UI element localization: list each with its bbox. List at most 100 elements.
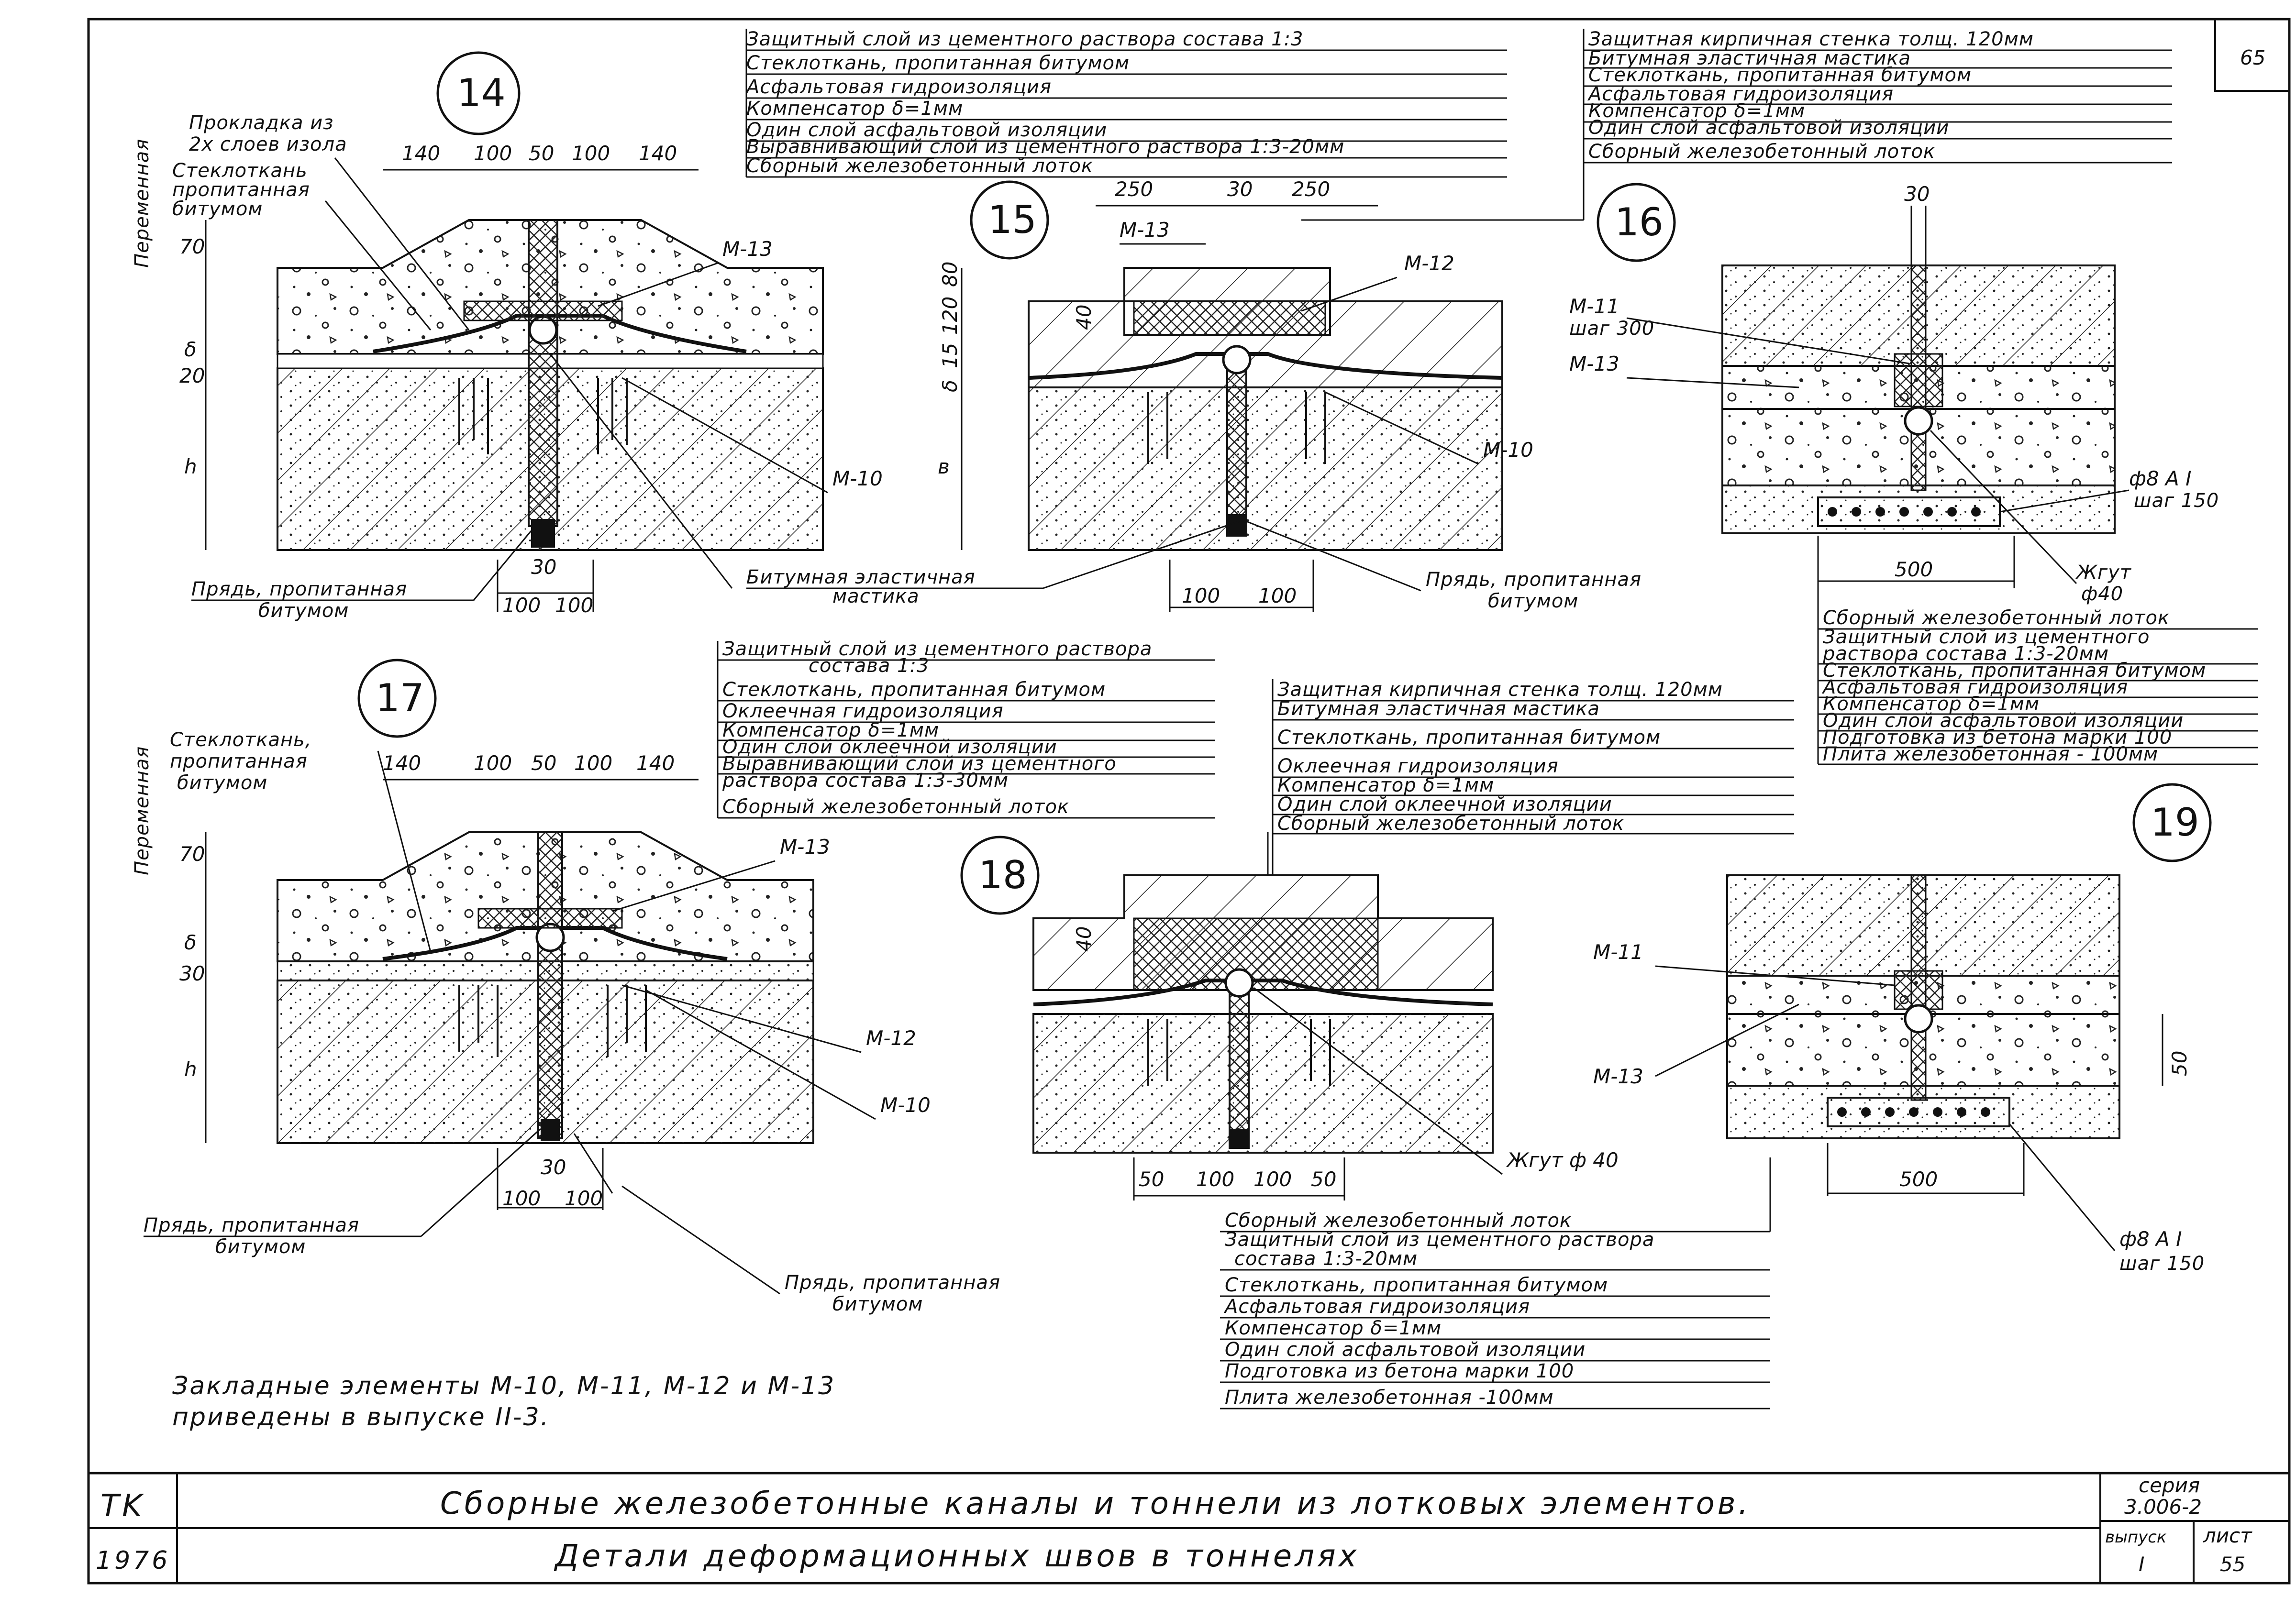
svg-text:20: 20 bbox=[179, 364, 205, 387]
detail-14-glass-label-1: Стеклоткань bbox=[172, 160, 308, 182]
detail-18-anchors bbox=[1147, 1019, 1331, 1086]
svg-text:Подготовка из бетона марки 100: Подготовка из бетона марки 100 bbox=[1225, 1360, 1574, 1382]
svg-text:Стеклоткань, пропитанная битум: Стеклоткань, пропитанная битумом bbox=[722, 679, 1106, 701]
svg-text:50: 50 bbox=[529, 142, 554, 165]
svg-text:100: 100 bbox=[1196, 1167, 1234, 1191]
detail-14-glass-label-2: пропитанная bbox=[172, 179, 310, 201]
detail-19-tow bbox=[1904, 1004, 1933, 1034]
svg-text:состава 1:3-20мм: состава 1:3-20мм bbox=[1234, 1248, 1418, 1270]
svg-text:Один слой оклеечной изоляции: Один слой оклеечной изоляции bbox=[1277, 793, 1612, 815]
issue-label: выпуск bbox=[2105, 1528, 2167, 1547]
svg-text:в: в bbox=[938, 455, 950, 478]
detail-16-rebar-1: ф8 А I bbox=[2129, 467, 2191, 490]
detail-18-circle bbox=[960, 836, 1040, 915]
detail-15-mastic-label-1: Битумная эластичная bbox=[746, 566, 976, 588]
svg-text:30: 30 bbox=[179, 962, 205, 985]
svg-text:50: 50 bbox=[1139, 1167, 1164, 1191]
svg-text:Компенсатор δ=1мм: Компенсатор δ=1мм bbox=[1277, 774, 1494, 796]
detail-14-gasket-label-1: Прокладка из bbox=[189, 112, 334, 134]
svg-text:Оклеечная гидроизоляция: Оклеечная гидроизоляция bbox=[1277, 755, 1559, 777]
svg-text:Компенсатор δ=1мм: Компенсатор δ=1мм bbox=[746, 98, 963, 120]
detail-16-dim-500: 500 bbox=[1895, 558, 1933, 581]
svg-text:100: 100 bbox=[1258, 584, 1297, 607]
detail-15-m12: М-12 bbox=[1404, 252, 1454, 275]
svg-text:Защитный слой из цементного ра: Защитный слой из цементного раствора bbox=[1225, 1229, 1654, 1251]
detail-14-anchors bbox=[458, 378, 628, 454]
svg-text:30: 30 bbox=[531, 555, 556, 579]
detail-15-mastic bbox=[1133, 300, 1326, 336]
svg-text:30: 30 bbox=[541, 1156, 566, 1179]
svg-text:Компенсатор δ=1мм: Компенсатор δ=1мм bbox=[1225, 1317, 1442, 1339]
detail-19-rebar-2: шаг 150 bbox=[2119, 1253, 2205, 1275]
detail-15-number: 15 bbox=[988, 198, 1037, 242]
title-year: 1976 bbox=[96, 1546, 170, 1575]
detail-18-joint-filler bbox=[1229, 984, 1250, 1149]
sheet-value: 55 bbox=[2220, 1553, 2245, 1576]
legend-16: Защитная кирпичная стенка толщ. 120мм Би… bbox=[1301, 28, 2172, 221]
detail-17-m13-plate bbox=[477, 908, 623, 929]
svg-text:раствора состава 1:3-20мм: раствора состава 1:3-20мм bbox=[1822, 643, 2109, 665]
svg-text:Плита железобетонная - 100мм: Плита железобетонная - 100мм bbox=[1823, 743, 2158, 765]
svg-text:Защитный слой из цементного ра: Защитный слой из цементного раствора сос… bbox=[746, 28, 1304, 50]
detail-19-m11: М-11 bbox=[1593, 940, 1643, 964]
detail-15-tow bbox=[1222, 345, 1252, 374]
detail-17-number: 17 bbox=[376, 676, 424, 720]
detail-16-dim-30: 30 bbox=[1904, 182, 1930, 206]
detail-16: 16 30 М-11 шаг 300 М-13 ф8 А I шаг 150 5… bbox=[1569, 182, 2218, 605]
detail-17-glass-label-3: битумом bbox=[177, 772, 267, 794]
svg-text:100: 100 bbox=[574, 751, 612, 775]
detail-15-anchors bbox=[1147, 392, 1326, 464]
detail-15-strand-label-2: битумом bbox=[1488, 590, 1578, 612]
svg-text:70: 70 bbox=[179, 235, 205, 258]
svg-text:100: 100 bbox=[502, 1187, 541, 1210]
detail-15-m13: М-13 bbox=[1120, 218, 1170, 242]
svg-text:140: 140 bbox=[383, 751, 421, 775]
detail-17-strand bbox=[541, 1119, 560, 1141]
detail-16-tow-label-1: Жгут bbox=[2075, 562, 2132, 584]
svg-text:140: 140 bbox=[402, 142, 440, 165]
svg-text:Стеклоткань, пропитанная битум: Стеклоткань, пропитанная битумом bbox=[746, 52, 1130, 74]
detail-15: 15 250 30 250 80 120 15 δ в 40 М-13 М-12… bbox=[549, 177, 1641, 612]
svg-text:70: 70 bbox=[179, 842, 205, 866]
detail-16-joint bbox=[1910, 264, 1927, 491]
detail-19-number: 19 bbox=[2151, 800, 2199, 845]
detail-19-rebar-1: ф8 А I bbox=[2119, 1227, 2182, 1251]
detail-17-circle bbox=[357, 659, 437, 738]
detail-14-side-label: Переменная bbox=[131, 139, 153, 268]
detail-18-tow-label: Жгут ф 40 bbox=[1506, 1148, 1619, 1172]
svg-text:Сборный железобетонный лоток: Сборный железобетонный лоток bbox=[1225, 1210, 1572, 1232]
detail-15-tray-speckle bbox=[1029, 387, 1502, 550]
svg-text:Сборный железобетонный лоток: Сборный железобетонный лоток bbox=[1823, 607, 2170, 629]
svg-text:100: 100 bbox=[555, 594, 593, 617]
detail-17: 17 140 100 50 100 140 70 δ 30 h Переменн… bbox=[131, 659, 931, 1258]
detail-14-number: 14 bbox=[457, 71, 506, 115]
svg-text:Плита железобетонная -100мм: Плита железобетонная -100мм bbox=[1225, 1387, 1554, 1409]
svg-text:100: 100 bbox=[1182, 584, 1220, 607]
svg-text:Битумная эластичная мастика: Битумная эластичная мастика bbox=[1588, 47, 1911, 69]
svg-text:Сборный железобетонный лоток: Сборный железобетонный лоток bbox=[746, 155, 1093, 177]
svg-text:100: 100 bbox=[572, 142, 610, 165]
svg-text:Защитный слой из цементного ра: Защитный слой из цементного раствора bbox=[722, 638, 1152, 660]
svg-text:Компенсатор δ=1мм: Компенсатор δ=1мм bbox=[722, 719, 939, 741]
title-block: TK 1976 Сборные железобетонные каналы и … bbox=[87, 1472, 2291, 1585]
svg-text:Асфальтовая гидроизоляция: Асфальтовая гидроизоляция bbox=[1223, 1296, 1530, 1318]
detail-18: 18 40 50 100 100 50 Жгут ф 40 Прядь, про… bbox=[573, 832, 1619, 1315]
svg-text:h: h bbox=[184, 1057, 197, 1081]
detail-18-tray-speckle bbox=[1033, 1014, 1493, 1153]
detail-16-m13: М-13 bbox=[1569, 352, 1619, 375]
detail-15-mastic-label-2: мастика bbox=[832, 585, 920, 607]
svg-text:15: 15 bbox=[938, 343, 962, 368]
svg-text:δ: δ bbox=[184, 931, 197, 954]
detail-16-rebars bbox=[1828, 507, 1981, 517]
svg-text:250: 250 bbox=[1292, 177, 1330, 201]
detail-18-tow bbox=[1224, 968, 1254, 998]
detail-15-m10: М-10 bbox=[1483, 438, 1533, 462]
detail-16-m11: М-11 bbox=[1569, 295, 1619, 318]
detail-15-dim-40: 40 bbox=[1072, 305, 1096, 330]
svg-text:Один слой асфальтовой изоляции: Один слой асфальтовой изоляции bbox=[746, 119, 1107, 141]
svg-text:100: 100 bbox=[565, 1187, 603, 1210]
detail-19-dim-50: 50 bbox=[2168, 1051, 2191, 1076]
title-line-1: Сборные железобетонные каналы и тоннели … bbox=[440, 1486, 1751, 1521]
detail-19-circle bbox=[2132, 783, 2212, 862]
detail-19-rebars bbox=[1837, 1107, 1990, 1117]
